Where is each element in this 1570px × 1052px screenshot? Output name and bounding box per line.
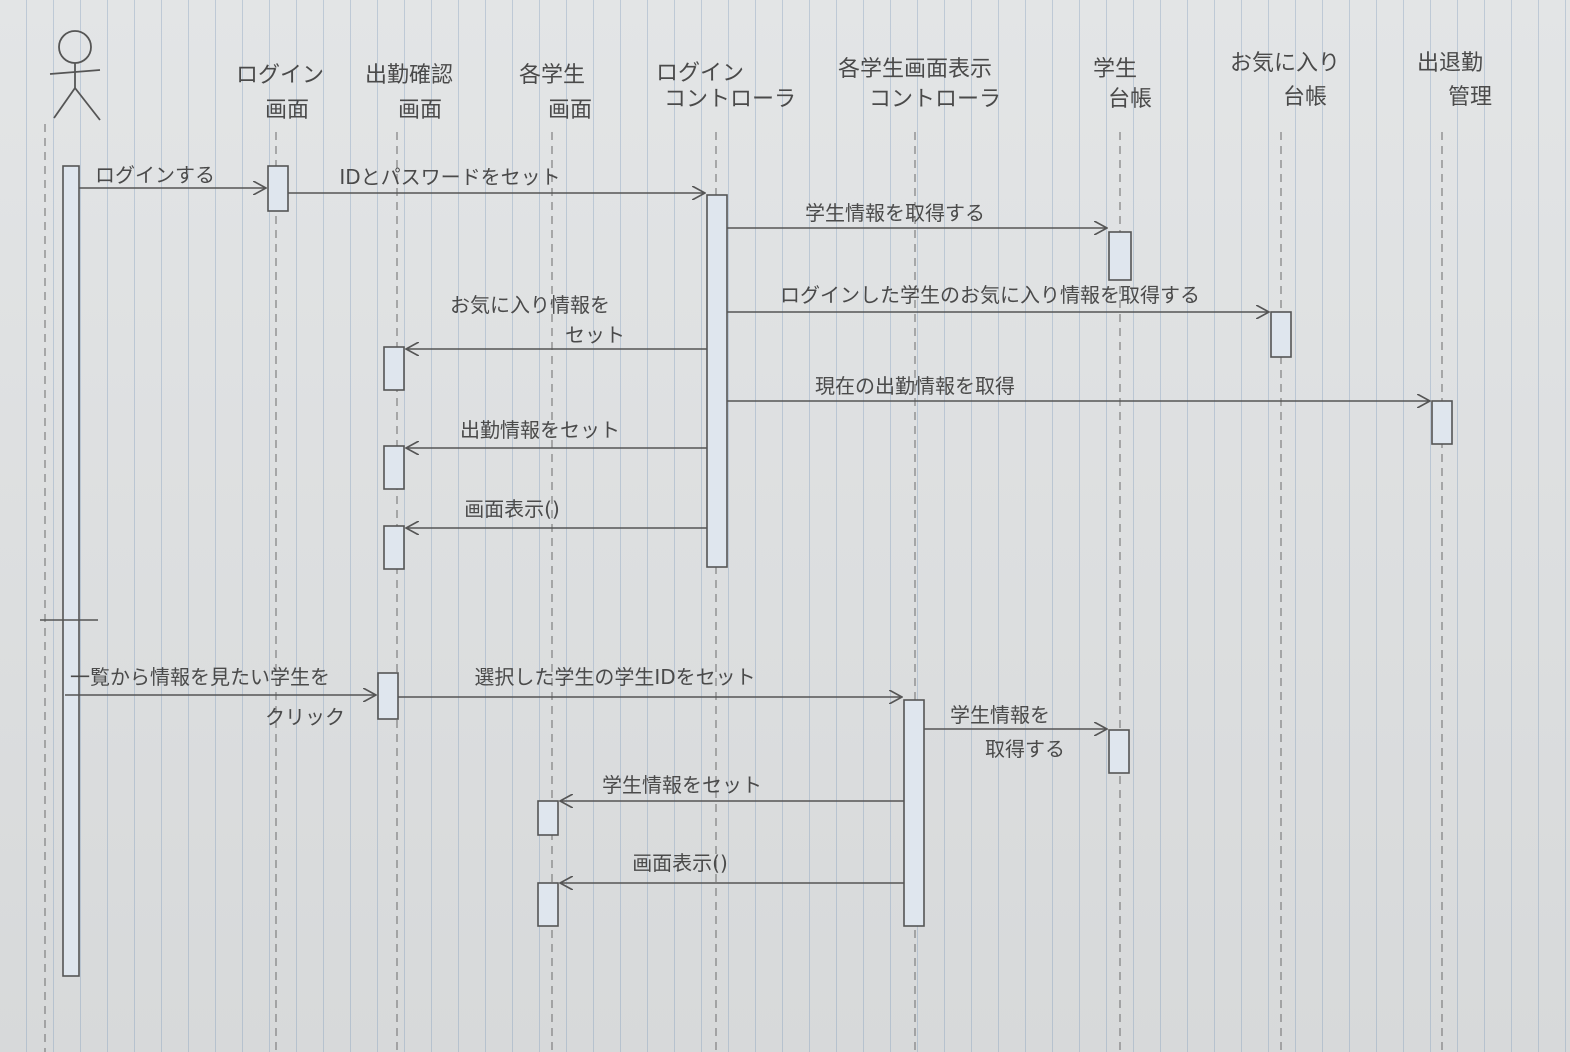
participant-label: 画面	[265, 98, 309, 123]
activation-bar-favorites-ledger	[1270, 311, 1292, 358]
message-student-display-controller-to-student-screen: 画面表示()	[560, 851, 904, 883]
activations-layer	[40, 165, 1453, 977]
activation-bar-login-screen	[267, 165, 289, 212]
message-label: IDとパスワードをセット	[339, 165, 560, 189]
message-label: 現在の出勤情報を取得	[815, 374, 1015, 398]
message-login-controller-to-attendance-screen: 画面表示()	[406, 497, 707, 528]
message-label: ログインした学生のお気に入り情報を取得する	[780, 283, 1200, 307]
participant-label: 台帳	[1108, 87, 1152, 112]
activation-bar-student-ledger	[1108, 231, 1132, 281]
message-label-line2: 取得する	[985, 737, 1065, 761]
message-label: 学生情報を取得する	[805, 201, 985, 225]
message-label: 画面表示()	[632, 851, 728, 875]
message-label: 学生情報をセット	[602, 773, 762, 797]
participant-label: コントローラ	[869, 87, 1001, 112]
participant-label: コントローラ	[664, 87, 796, 112]
message-label: 一覧から情報を見たい学生を	[70, 665, 330, 689]
activation-bar-attendance-screen	[383, 525, 405, 570]
actor-stick-figure-icon	[49, 30, 101, 121]
activation-bar-attendance-mgmt	[1431, 400, 1453, 445]
activation-bar-attendance-screen	[383, 445, 405, 490]
participant-label: 各学生	[519, 63, 585, 88]
participant-label: 台帳	[1283, 85, 1327, 110]
message-label: 選択した学生の学生IDをセット	[474, 665, 755, 689]
message-login-controller-to-attendance-screen: 出勤情報をセット	[406, 418, 707, 448]
participant-label: ログイン	[656, 61, 744, 86]
participant-label: 画面	[398, 98, 442, 123]
message-student-display-controller-to-student-ledger: 学生情報を取得する	[924, 703, 1107, 761]
participant-student-screen: 各学生画面	[519, 63, 592, 123]
participant-label: 出勤確認	[365, 63, 453, 88]
activation-bar-login-controller	[706, 194, 728, 568]
message-label: お気に入り情報を	[450, 293, 610, 317]
participant-label: 出退勤	[1417, 51, 1483, 76]
participant-label: 画面	[548, 98, 592, 123]
message-login-controller-to-attendance-mgmt: 現在の出勤情報を取得	[727, 374, 1430, 401]
participant-heads-layer: ログイン画面出勤確認画面各学生画面ログインコントローラ各学生画面表示コントローラ…	[49, 30, 1492, 123]
message-label: ログインする	[95, 163, 215, 187]
message-label-line2: セット	[565, 323, 625, 347]
activation-bar-student-screen	[537, 800, 559, 836]
activation-bar-student-ledger	[1108, 729, 1130, 774]
message-login-controller-to-student-ledger: 学生情報を取得する	[727, 201, 1107, 228]
participant-label: 学生	[1093, 57, 1137, 82]
activation-bar-student-display-controller	[903, 699, 925, 927]
message-login-controller-to-favorites-ledger: ログインした学生のお気に入り情報を取得する	[727, 283, 1269, 312]
message-label: 学生情報を	[950, 703, 1050, 727]
participant-label: 管理	[1448, 85, 1492, 110]
message-user-to-login-screen: ログインする	[79, 163, 266, 188]
activation-bar-user	[62, 165, 80, 977]
activation-bar-student-screen	[537, 882, 559, 927]
message-label-line2: クリック	[265, 705, 345, 729]
message-login-screen-to-login-controller: IDとパスワードをセット	[288, 165, 705, 193]
lifelines-layer	[44, 124, 1443, 1052]
activation-bar-attendance-screen	[383, 346, 405, 391]
message-student-display-controller-to-student-screen: 学生情報をセット	[560, 773, 904, 801]
message-label: 画面表示()	[464, 497, 560, 521]
participant-label: ログイン	[236, 63, 324, 88]
message-label: 出勤情報をセット	[460, 418, 620, 442]
message-attendance-screen-to-student-display-controller: 選択した学生の学生IDをセット	[398, 665, 902, 697]
activation-bar-attendance-screen	[377, 672, 399, 720]
participant-label: お気に入り	[1230, 51, 1340, 76]
participant-label: 各学生画面表示	[838, 57, 992, 82]
